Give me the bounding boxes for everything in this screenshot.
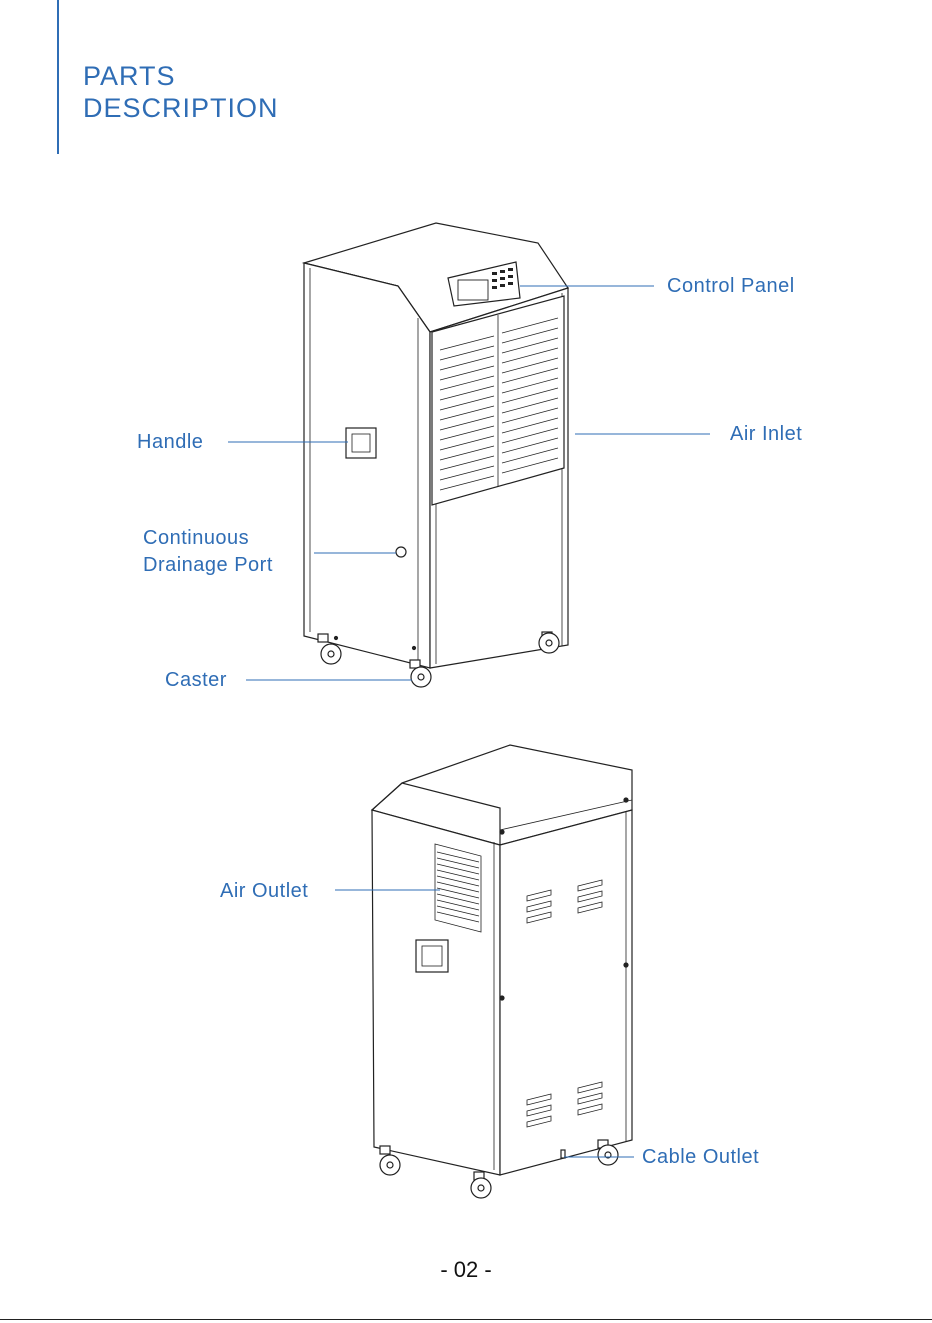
label-drainage-line-1: Continuous bbox=[143, 525, 249, 551]
label-air-outlet: Air Outlet bbox=[220, 878, 308, 904]
bottom-rule bbox=[0, 1319, 932, 1320]
air-outlet-louvers bbox=[435, 844, 481, 932]
label-drainage-line-2: Drainage Port bbox=[143, 552, 273, 578]
label-air-inlet: Air Inlet bbox=[730, 421, 802, 447]
label-control-panel: Control Panel bbox=[667, 273, 795, 299]
label-handle: Handle bbox=[137, 429, 203, 455]
page-number: - 02 - bbox=[0, 1257, 932, 1283]
back-view-unit bbox=[372, 745, 632, 1198]
front-view-unit bbox=[304, 223, 568, 687]
label-caster: Caster bbox=[165, 667, 227, 693]
label-cable-outlet: Cable Outlet bbox=[642, 1144, 759, 1170]
